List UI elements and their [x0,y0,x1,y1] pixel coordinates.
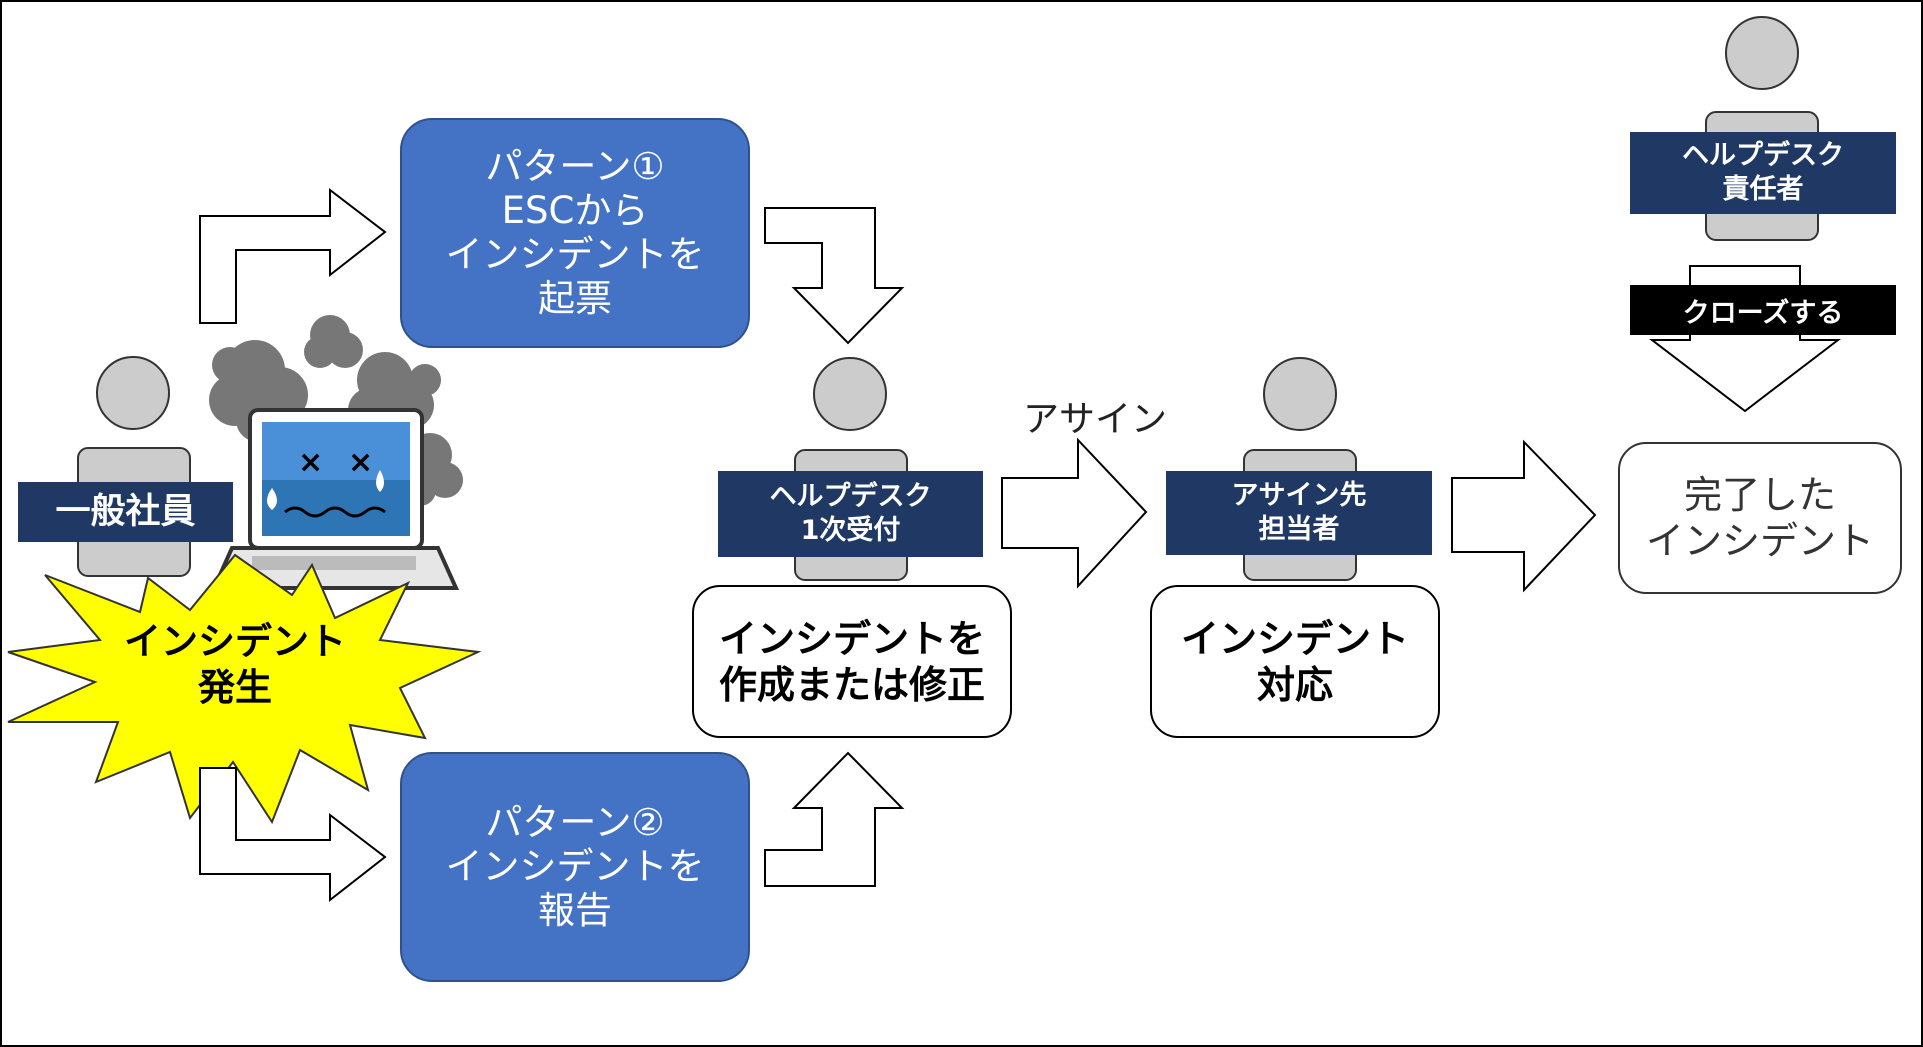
assign-label: アサイン [1022,399,1167,440]
arrow-to-pattern1 [199,187,387,324]
helpdesk-first-role-label: ヘルプデスク 1次受付 [718,471,983,557]
broken-laptop-icon: × × [210,408,460,590]
svg-text:×: × [298,445,323,480]
arrow-to-pattern2 [199,767,387,903]
assignee-task-box: インシデント 対応 [1150,585,1440,738]
arrow-pattern1-to-helpdesk [764,207,905,345]
pattern2-box: パターン② インシデントを 報告 [400,752,750,982]
incident-burst-label: インシデント 発生 [124,620,346,709]
pattern1-box: パターン① ESCから インシデントを 起票 [400,118,750,348]
assignee-role-label: アサイン先 担当者 [1166,471,1432,555]
close-action-label: クローズする [1630,285,1896,335]
incident-burst-shape [7,553,482,825]
assign-arrow [1001,437,1148,589]
manager-role-label: ヘルプデスク 責任者 [1630,132,1896,214]
arrow-pattern2-to-helpdesk [764,751,905,887]
employee-person-icon [77,356,191,577]
employee-label: 一般社員 [18,482,233,542]
svg-text:×: × [348,445,373,480]
helpdesk-first-task-box: インシデントを 作成または修正 [692,585,1012,738]
arrow-to-completed [1451,439,1597,593]
completed-incident-box: 完了した インシデント [1618,442,1902,594]
